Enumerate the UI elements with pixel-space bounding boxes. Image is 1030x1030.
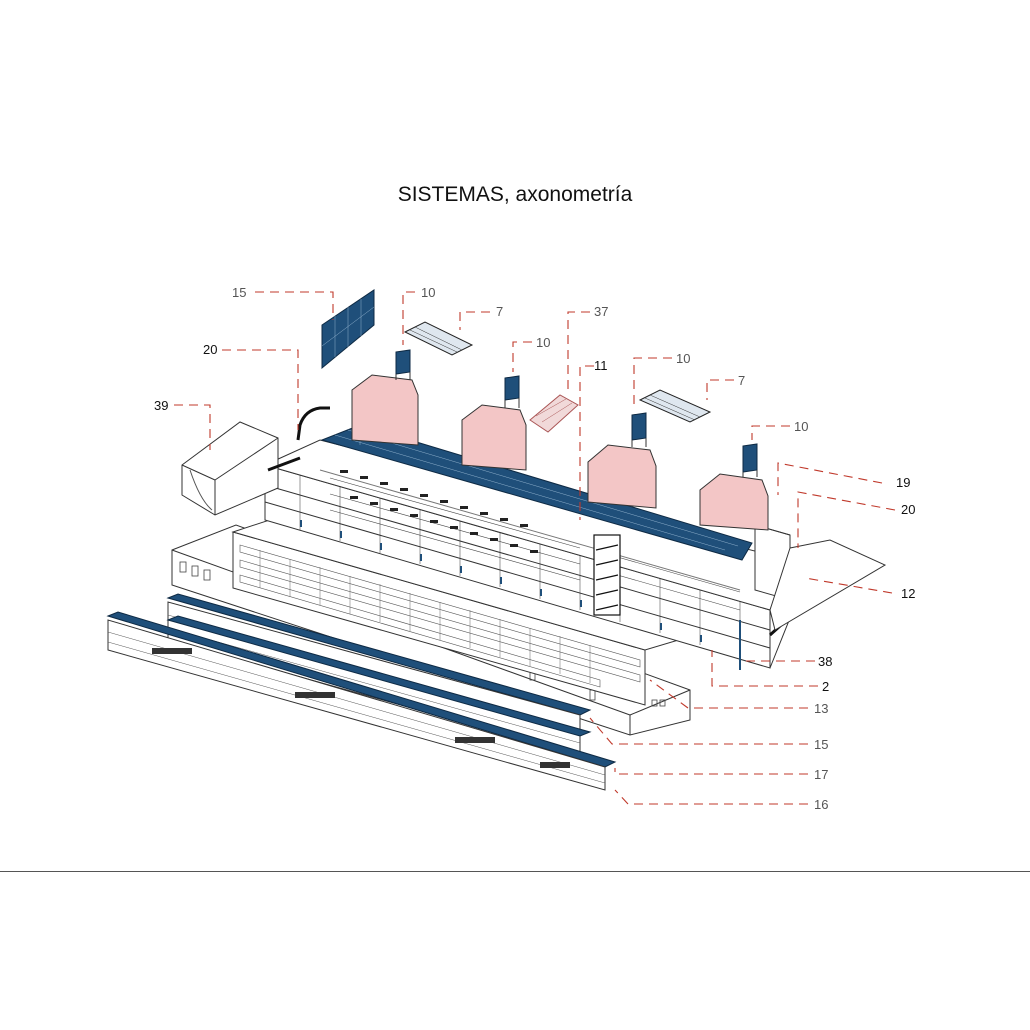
callout-label: 37	[594, 304, 608, 319]
callout-label: 39	[154, 398, 168, 413]
leader-15-bottom	[589, 717, 808, 745]
callout-label: 7	[496, 304, 503, 319]
leader-7-a	[459, 311, 490, 330]
diagram-title: SISTEMAS, axonometría	[397, 183, 633, 206]
callout-label: 38	[818, 654, 832, 669]
leader-39	[174, 404, 211, 450]
roof-element-37	[529, 394, 579, 433]
callout-label: 19	[896, 475, 910, 490]
floating-pv-panel	[321, 289, 375, 370]
callout-label: 13	[814, 701, 828, 716]
tower-1	[351, 349, 419, 446]
leader-10-d	[751, 425, 790, 440]
leader-10-b	[512, 341, 532, 372]
leader-20-b	[797, 491, 896, 548]
tower-3	[587, 412, 657, 509]
callout-label: 7	[738, 373, 745, 388]
callout-label: 12	[901, 586, 915, 601]
ventilation-towers	[351, 349, 769, 531]
leader-20-a	[222, 349, 299, 430]
leader-37	[567, 311, 590, 395]
leader-17	[614, 768, 808, 775]
tower-4	[699, 443, 769, 531]
callout-label: 11	[594, 358, 608, 373]
bottom-divider	[0, 871, 1030, 872]
callout-label: 17	[814, 767, 828, 782]
callout-label: 20	[901, 502, 915, 517]
callout-label: 2	[822, 679, 829, 694]
callout-label: 10	[676, 351, 690, 366]
leader-19	[777, 462, 883, 495]
leader-13	[649, 679, 808, 709]
roof-solar-panels	[320, 424, 753, 561]
skylights	[403, 321, 712, 423]
building-axonometry	[106, 289, 887, 791]
tower-2	[461, 375, 527, 471]
leader-10-c	[633, 357, 672, 410]
callout-label: 10	[794, 419, 808, 434]
right-terrace	[769, 539, 887, 631]
leader-16	[614, 789, 808, 805]
facade-louver-strip	[106, 611, 617, 791]
main-building-body	[263, 439, 791, 669]
callout-label: 10	[421, 285, 435, 300]
callout-label: 20	[203, 342, 217, 357]
leader-10-a	[402, 291, 415, 345]
leader-15-top	[255, 291, 334, 320]
facade-pv-strip	[166, 593, 592, 756]
callout-label: 15	[232, 285, 246, 300]
callout-label: 16	[814, 797, 828, 812]
leader-lines	[174, 291, 896, 805]
leader-7-b	[706, 379, 734, 400]
leader-2	[711, 650, 818, 687]
callout-label: 10	[536, 335, 550, 350]
leader-11	[579, 365, 594, 520]
left-annex	[181, 421, 279, 516]
callout-label: 15	[814, 737, 828, 752]
callout-labels: 15 10 7 37 20 10 11 10 39 7 10 19 20 12 …	[154, 285, 915, 812]
